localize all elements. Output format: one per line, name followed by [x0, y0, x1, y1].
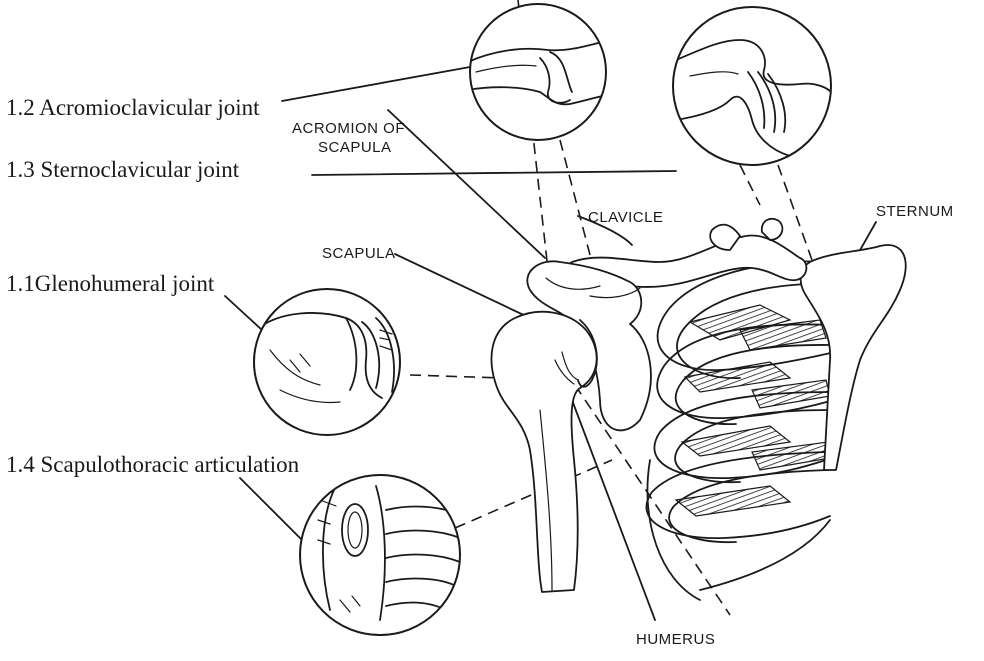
leader-glenohumeral [225, 296, 262, 330]
rib-cage [646, 261, 838, 600]
dash-sc-left [740, 165, 760, 205]
label-acromion-line2: SCAPULA [318, 140, 392, 156]
sternum-bone [801, 245, 906, 470]
leader-scapula [395, 254, 530, 318]
label-scapula: SCAPULA [322, 246, 396, 262]
label-clavicle: CLAVICLE [588, 210, 663, 226]
leader-sternoclavicular [312, 171, 676, 175]
label-glenohumeral-joint: 1.1Glenohumeral joint [6, 272, 214, 295]
label-acromioclavicular-joint: 1.2 Acromioclavicular joint [6, 96, 260, 119]
label-humerus: HUMERUS [636, 632, 715, 648]
leader-acromioclavicular [282, 67, 470, 101]
inset-scapulothoracic [300, 475, 460, 635]
label-acromion-line1: ACROMION OF [292, 121, 405, 137]
inset-sternoclavicular [673, 7, 834, 165]
label-scapulothoracic-articulation: 1.4 Scapulothoracic articulation [6, 453, 299, 476]
label-sternoclavicular-joint: 1.3 Sternoclavicular joint [6, 158, 239, 181]
inset-glenohumeral [254, 289, 400, 435]
dash-ac-right [560, 140, 590, 255]
leader-scapulothoracic [240, 478, 302, 540]
label-sternum: STERNUM [876, 204, 954, 220]
inset-acromioclavicular [468, 4, 612, 140]
leader-humerus [572, 400, 655, 620]
